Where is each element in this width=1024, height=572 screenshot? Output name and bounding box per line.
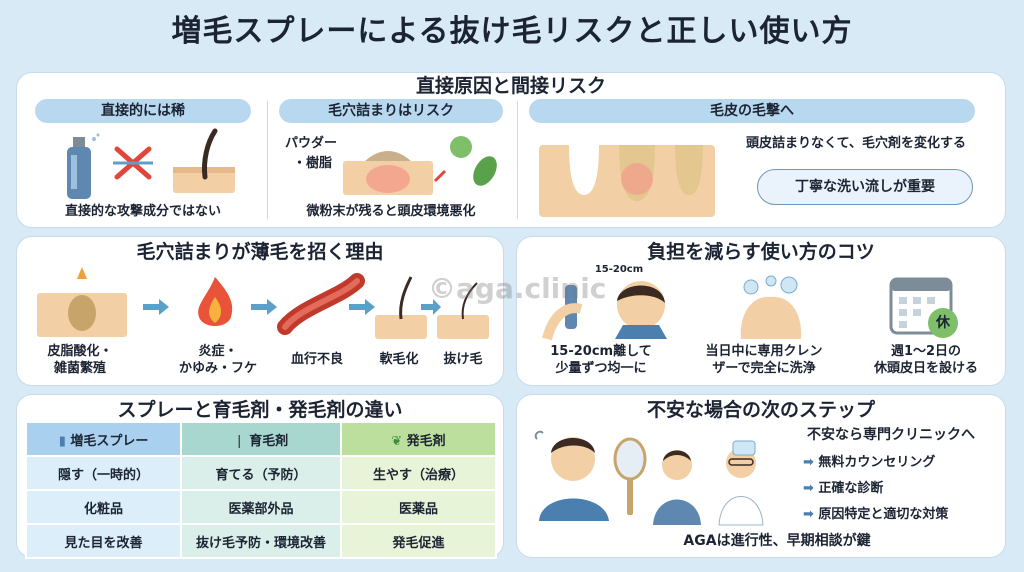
table-header-row: ▮ 増毛スプレー ❘ 育毛剤 ❦ 発毛剤	[24, 421, 498, 457]
next-steps-footer: AGAは進行性、早期相談が鍵	[683, 533, 871, 549]
table-cell: 医薬部外品	[180, 489, 342, 525]
next-step-item: ➡ 正確な診断	[803, 481, 884, 496]
section-label: 毛皮の毛撃へ	[529, 99, 975, 123]
page-title: 増毛スプレーによる抜け毛リスクと正しい使い方	[171, 14, 853, 49]
flow-arrow-icon	[143, 299, 169, 315]
reason-step: 抜け毛	[443, 352, 483, 367]
next-step-item: ➡ 原因特定と適切な対策	[803, 507, 949, 522]
sprout-icon: ❦	[391, 433, 407, 449]
oily-pore-icon	[37, 267, 127, 337]
panel-title: スプレーと育毛剤・発毛剤の違い	[117, 399, 403, 421]
arrow-right-icon: ➡	[803, 481, 819, 496]
table-cell: 化粧品	[24, 489, 183, 525]
next-steps-panel: 不安な場合の次のステップ 不安なら専門クリニックへ ➡ 無料カウンセリング ➡ …	[516, 394, 1006, 558]
powder-tag: パウダー	[285, 136, 338, 151]
hand-washing-icon	[740, 275, 802, 339]
thin-hair-icon	[375, 276, 427, 339]
table-cell: 発毛促進	[339, 523, 498, 559]
table-cell: 見た目を改善	[24, 523, 183, 559]
falling-hair-icon	[437, 282, 489, 339]
clogged-pore-icon	[343, 151, 433, 195]
panel-title: 不安な場合の次のステップ	[646, 399, 875, 421]
table-cell: 育てる（予防）	[180, 455, 342, 491]
header-spray: ▮ 増毛スプレー	[24, 421, 183, 457]
spraying-head-icon	[542, 281, 667, 341]
tip-caption: 15-20cm離して 少量ずつ均一に	[550, 344, 652, 376]
comparison-table: ▮ 増毛スプレー ❘ 育毛剤 ❦ 発毛剤 隠す（一時的） 育てる（予防） 生やす…	[24, 421, 498, 559]
spray-can-icon	[67, 133, 100, 199]
healthy-hair-icon	[173, 128, 235, 193]
reason-step: 血行不良	[290, 352, 343, 367]
hand-mirror-icon	[613, 437, 647, 515]
reason-step: 炎症・ かゆみ・フケ	[178, 344, 257, 376]
panel-title: 直接原因と間接リスク	[415, 75, 606, 97]
section-note: 頭皮詰まりなくて、毛穴剤を変化する	[746, 136, 966, 151]
table-cell: 医薬品	[339, 489, 498, 525]
panel-title: 毛穴詰まりが薄毛を招く理由	[136, 241, 384, 263]
reason-step: 軟毛化	[379, 352, 419, 367]
flow-arrow-icon	[251, 299, 277, 315]
next-steps-heading: 不安なら専門クリニックへ	[807, 427, 975, 443]
blood-vessel-icon	[277, 273, 365, 335]
divider	[267, 101, 268, 219]
calendar-icon	[889, 277, 958, 338]
distance-label: 15-20cm	[594, 264, 644, 275]
flow-arrow-icon	[421, 299, 441, 315]
reason-step: 皮脂酸化・ 雑菌繁殖	[47, 344, 113, 376]
section-label: 直接的には稀	[35, 99, 251, 123]
hair-icon: ❘	[233, 433, 250, 449]
compare-panel: スプレーと育毛剤・発毛剤の違い ▮ 増毛スプレー ❘ 育毛剤 ❦ 発毛剤 隠す（…	[16, 394, 504, 559]
table-cell: 生やす（治療）	[339, 455, 498, 491]
header-hair-restorer: ❦ 発毛剤	[339, 421, 498, 457]
section-label: 毛穴詰まりはリスク	[279, 99, 503, 123]
table-row: 見た目を改善 抜け毛予防・環境改善 発毛促進	[24, 523, 498, 559]
worried-man-icon	[534, 430, 609, 521]
direct-indirect-panel: 直接原因と間接リスク 直接的には稀 直接的な攻撃成分ではない 毛穴詰まりはリスク…	[16, 72, 1006, 228]
flow-arrow-icon	[349, 299, 375, 315]
resin-tag: ・樹脂	[293, 156, 333, 171]
next-step-item: ➡ 無料カウンセリング	[803, 455, 936, 470]
section-caption: 直接的な攻撃成分ではない	[64, 204, 221, 219]
bacteria-icon	[433, 136, 497, 186]
bubble-text: 丁寧な洗い流しが重要	[795, 179, 935, 195]
spray-can-icon: ▮	[58, 433, 71, 449]
table-row: 化粧品 医薬部外品 医薬品	[24, 489, 498, 525]
table-cell: 抜け毛予防・環境改善	[180, 523, 342, 559]
table-row: 隠す（一時的） 育てる（予防） 生やす（治療）	[24, 455, 498, 491]
cross-mark-icon	[113, 146, 153, 180]
reasons-panel: 毛穴詰まりが薄毛を招く理由 皮脂酸化・ 雑菌繁殖 炎症・ かゆみ・フケ 血行不良…	[16, 236, 504, 386]
wash-tip-bubble: 丁寧な洗い流しが重要	[757, 169, 973, 205]
calendar-rest-badge: 休	[936, 315, 950, 331]
inflammation-fire-icon	[198, 277, 233, 326]
panel-title: 負担を減らす使い方のコツ	[647, 241, 875, 263]
tip-caption: 週1〜2日の 休頭皮日を設ける	[873, 344, 978, 376]
arrow-right-icon: ➡	[803, 455, 819, 470]
doctor-consultation-icon	[653, 440, 764, 526]
divider	[517, 101, 518, 219]
tips-panel: 負担を減らす使い方のコツ 15-20cm 休 15-20cm離して 少量ずつ均一…	[516, 236, 1006, 386]
table-cell: 隠す（一時的）	[24, 455, 183, 491]
tip-caption: 当日中に専用クレン ザーで完全に洗浄	[705, 344, 823, 376]
scalp-follicles-icon	[539, 145, 715, 217]
section-caption: 微粉末が残ると頭皮環境悪化	[306, 204, 476, 219]
arrow-right-icon: ➡	[803, 507, 819, 522]
header-growth-tonic: ❘ 育毛剤	[180, 421, 342, 457]
